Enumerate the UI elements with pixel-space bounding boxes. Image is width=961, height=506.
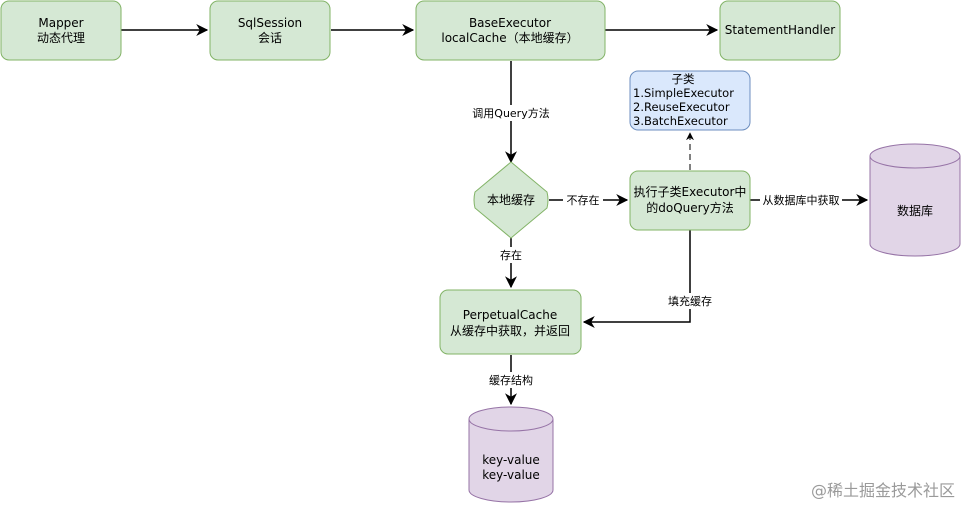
svg-text:子类: 子类 bbox=[672, 72, 695, 86]
edge-subexecutor-to-perpetualcache bbox=[582, 230, 691, 328]
svg-text:缓存结构: 缓存结构 bbox=[489, 373, 533, 387]
svg-text:从数据库中获取: 从数据库中获取 bbox=[763, 193, 840, 207]
node-sub-executor: 执行子类Executor中 的doQuery方法 bbox=[629, 170, 751, 231]
node-perpetual-cache: PerpetualCache 从缓存中获取，并返回 bbox=[439, 289, 582, 355]
svg-text:1.SimpleExecutor: 1.SimpleExecutor bbox=[633, 86, 734, 100]
svg-text:SqlSession: SqlSession bbox=[238, 16, 302, 30]
svg-text:填充缓存: 填充缓存 bbox=[668, 294, 712, 308]
svg-text:数据库: 数据库 bbox=[897, 203, 933, 218]
node-decision-local-cache: 本地缓存 bbox=[473, 161, 549, 239]
edge-label-not-exist: 不存在 bbox=[563, 192, 603, 208]
svg-text:的doQuery方法: 的doQuery方法 bbox=[646, 200, 733, 215]
svg-text:StatementHandler: StatementHandler bbox=[725, 23, 835, 37]
edge-label-cache-structure: 缓存结构 bbox=[485, 372, 537, 388]
edge-label-fill-cache: 填充缓存 bbox=[664, 293, 716, 309]
node-mapper: Mapper 动态代理 bbox=[0, 0, 122, 61]
watermark-text: @稀土掘金技术社区 bbox=[811, 481, 955, 500]
node-base-executor: BaseExecutor localCache（本地缓存） bbox=[415, 0, 606, 61]
svg-text:会话: 会话 bbox=[258, 31, 282, 45]
svg-text:从缓存中获取，并返回: 从缓存中获取，并返回 bbox=[450, 323, 570, 338]
svg-text:本地缓存: 本地缓存 bbox=[487, 193, 535, 207]
svg-text:2.ReuseExecutor: 2.ReuseExecutor bbox=[633, 100, 730, 114]
svg-text:PerpetualCache: PerpetualCache bbox=[463, 308, 557, 322]
svg-text:Mapper: Mapper bbox=[38, 16, 83, 30]
edge-label-exist: 存在 bbox=[496, 247, 526, 263]
edge-label-fetch-from-db: 从数据库中获取 bbox=[760, 192, 842, 208]
svg-text:key-value: key-value bbox=[482, 453, 540, 467]
svg-text:调用Query方法: 调用Query方法 bbox=[472, 106, 549, 120]
node-subclass-note: 子类 1.SimpleExecutor 2.ReuseExecutor 3.Ba… bbox=[629, 70, 751, 131]
node-statement-handler: StatementHandler bbox=[719, 0, 841, 61]
svg-text:不存在: 不存在 bbox=[567, 193, 600, 207]
svg-text:执行子类Executor中: 执行子类Executor中 bbox=[634, 184, 747, 199]
node-sqlsession: SqlSession 会话 bbox=[209, 0, 331, 61]
edge-label-call-query: 调用Query方法 bbox=[471, 105, 551, 121]
svg-text:动态代理: 动态代理 bbox=[37, 31, 85, 45]
svg-text:key-value: key-value bbox=[482, 468, 540, 482]
svg-text:3.BatchExecutor: 3.BatchExecutor bbox=[633, 114, 728, 128]
svg-text:localCache（本地缓存）: localCache（本地缓存） bbox=[441, 31, 578, 45]
svg-text:存在: 存在 bbox=[500, 248, 522, 262]
node-database: 数据库 bbox=[869, 143, 961, 257]
node-kv-store: key-value key-value bbox=[468, 406, 554, 503]
svg-text:BaseExecutor: BaseExecutor bbox=[469, 16, 551, 30]
